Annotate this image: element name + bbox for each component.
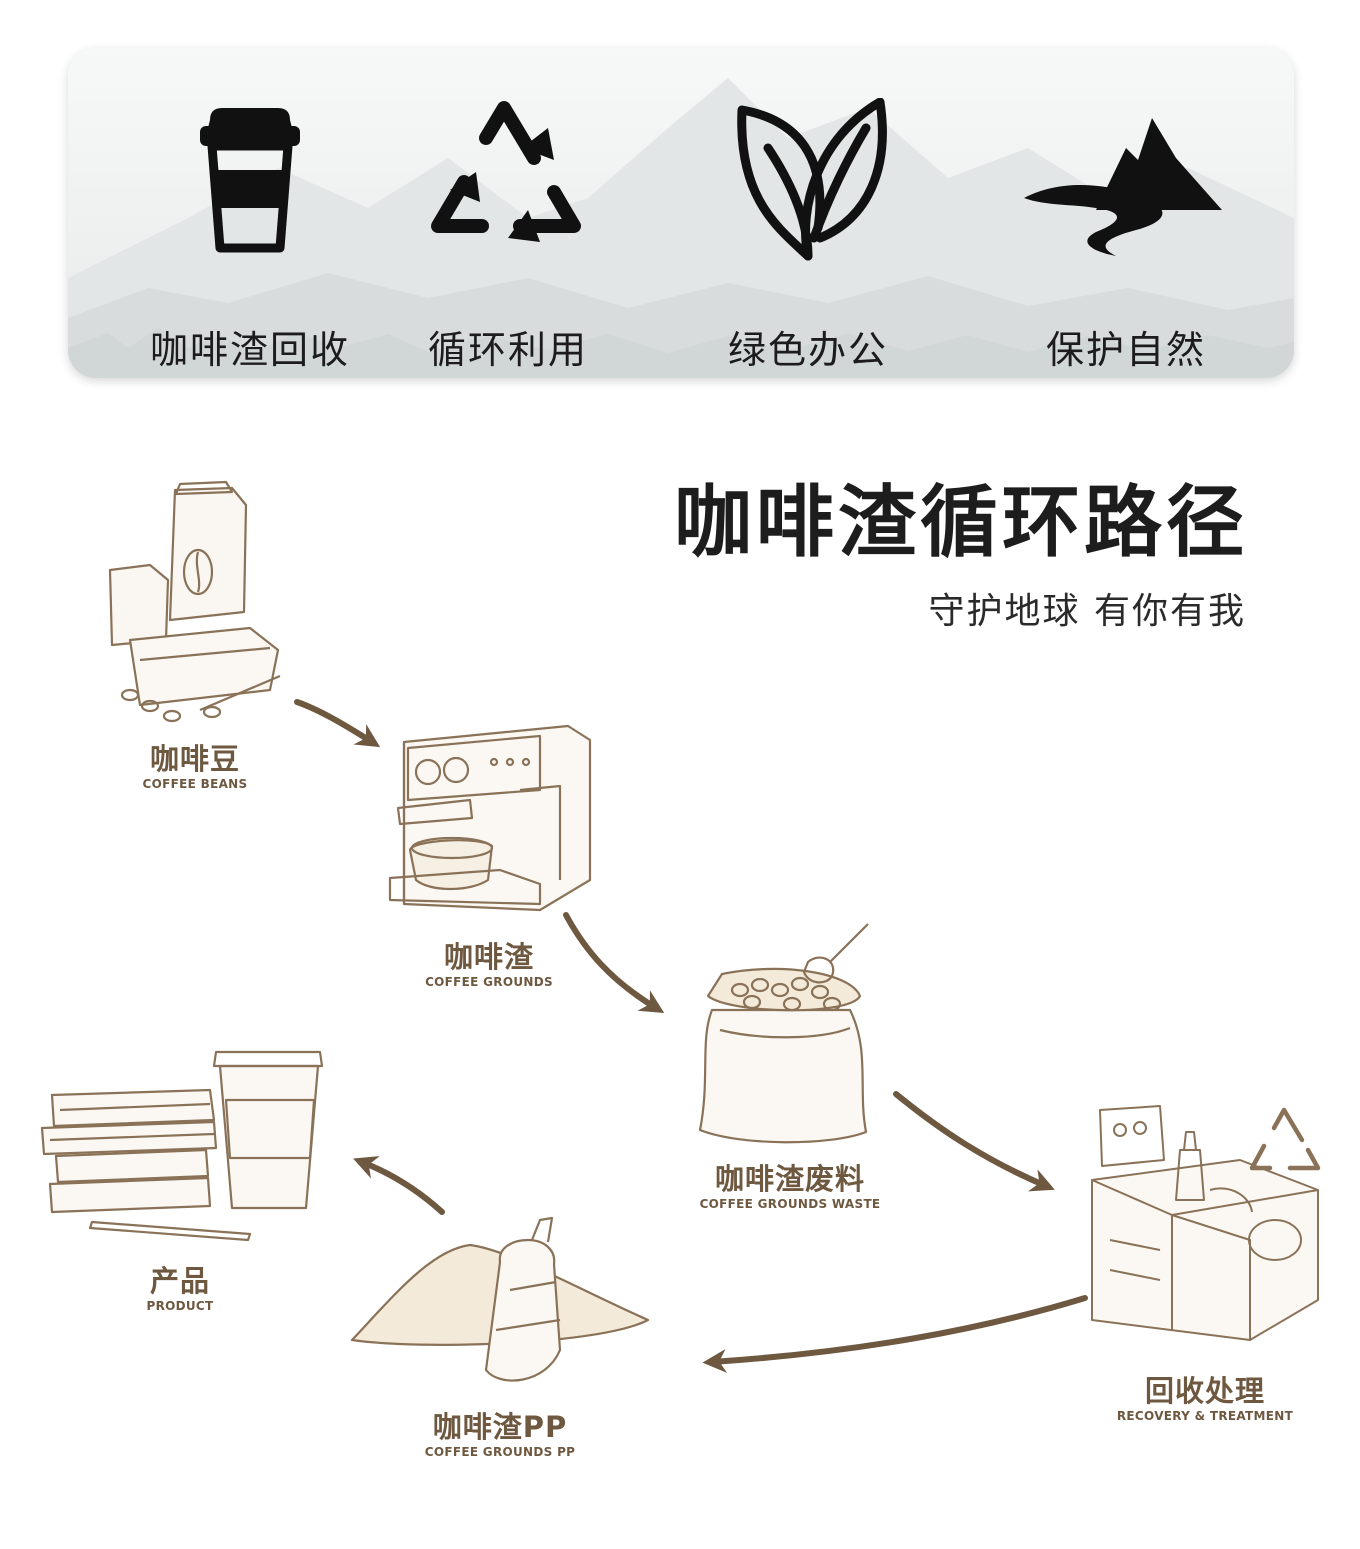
flow-arrow [353, 1156, 445, 1215]
stage-title: 咖啡豆 [149, 742, 240, 776]
mountain-river-icon [1024, 118, 1222, 256]
feature-label: 咖啡渣回收 [149, 328, 350, 372]
grounds-pile-bottle-icon [350, 1216, 650, 1382]
stage-subtitle: COFFEE GROUNDS WASTE [699, 1197, 881, 1211]
coffee-bag-icon [108, 480, 281, 723]
stage-subtitle: COFFEE BEANS [142, 777, 248, 791]
stage-coffee-grounds-pp: 咖啡渣PP COFFEE GROUNDS PP [400, 1410, 600, 1460]
recycle-icon [1249, 1107, 1321, 1171]
books-cup-icon [40, 1050, 324, 1242]
stage-title: 咖啡渣 [443, 940, 534, 974]
recycle-icon [431, 101, 581, 242]
grounds-sack-icon [698, 923, 869, 1144]
stage-title: 咖啡渣废料 [714, 1162, 865, 1196]
espresso-machine-icon [388, 724, 592, 912]
stage-recovery-treatment: 回收处理 RECOVERY & TREATMENT [1100, 1374, 1310, 1424]
feature-label: 绿色办公 [727, 328, 888, 372]
feature-protect-nature: 保护自然 [976, 98, 1276, 378]
page-title: 咖啡渣循环路径 [673, 478, 1248, 568]
feature-label: 循环利用 [427, 328, 588, 372]
stage-coffee-beans: 咖啡豆 COFFEE BEANS [120, 742, 270, 792]
flow-arrow [702, 1295, 1088, 1374]
stage-title: 回收处理 [1144, 1374, 1265, 1408]
stage-product: 产品 PRODUCT [120, 1264, 240, 1314]
stage-subtitle: COFFEE GROUNDS PP [424, 1445, 576, 1459]
stage-coffee-grounds: 咖啡渣 COFFEE GROUNDS [404, 940, 574, 990]
flow-arrow [893, 1091, 1055, 1192]
mountain-backdrop [68, 78, 1294, 378]
stage-title: 产品 [149, 1264, 210, 1298]
stage-title: 咖啡渣PP [432, 1410, 568, 1444]
feature-circular-reuse: 循环利用 [358, 98, 658, 378]
eco-banner: 咖啡渣回收 循环利用 绿色办公 [68, 48, 1294, 378]
flow-arrow [563, 912, 665, 1013]
leaf-icon [737, 98, 887, 261]
page-subtitle: 守护地球 有你有我 [928, 591, 1246, 632]
coffee-cup-icon [200, 108, 300, 253]
feature-green-office: 绿色办公 [658, 98, 958, 378]
processing-machine-icon [1091, 1105, 1319, 1341]
stage-subtitle: RECOVERY & TREATMENT [1116, 1409, 1294, 1423]
stage-subtitle: PRODUCT [146, 1299, 214, 1313]
stage-coffee-grounds-waste: 咖啡渣废料 COFFEE GROUNDS WASTE [680, 1162, 900, 1212]
stage-subtitle: COFFEE GROUNDS [425, 975, 553, 989]
flow-arrow [294, 699, 381, 748]
feature-coffee-recycling: 咖啡渣回收 [100, 98, 400, 378]
feature-label: 保护自然 [1045, 328, 1206, 372]
